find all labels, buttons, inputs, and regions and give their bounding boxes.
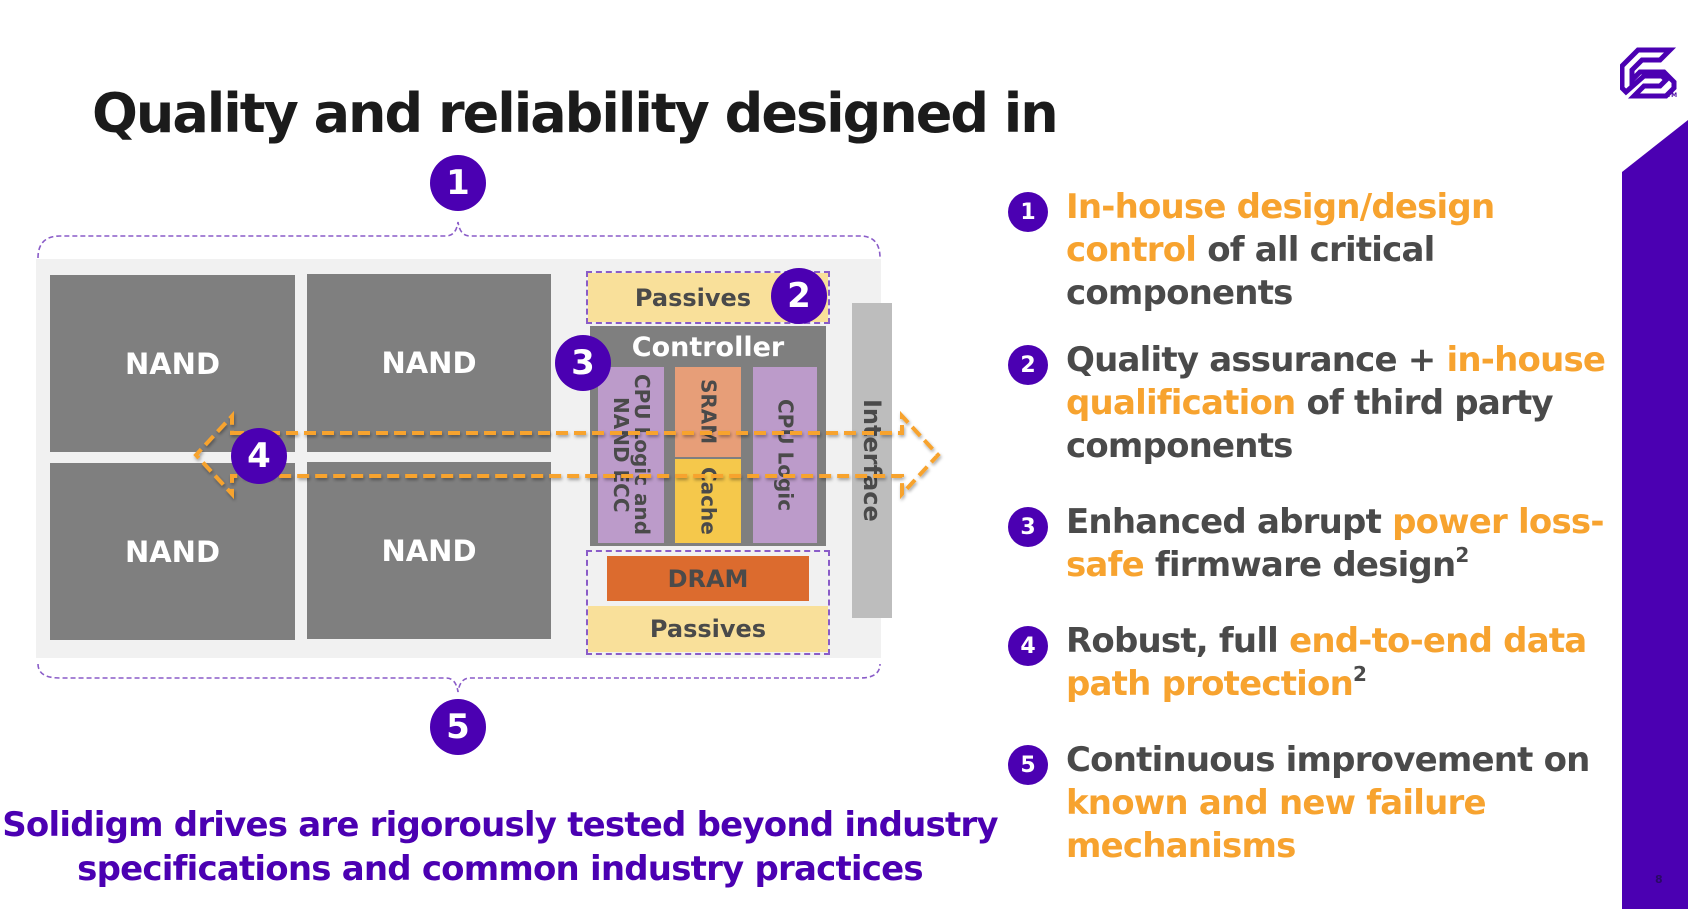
body-text: Enhanced abrupt xyxy=(1066,502,1393,542)
highlight-text: known and new failure mechanisms xyxy=(1066,783,1487,866)
point-3-text: Enhanced abrupt power loss-safe firmware… xyxy=(1066,501,1626,587)
body-text: of third party components xyxy=(1066,383,1554,466)
footnote-ref: 2 xyxy=(1455,543,1469,567)
slide-title: Quality and reliability designed in xyxy=(92,82,1059,145)
marker-1: 1 xyxy=(430,155,486,211)
body-text: of all critical components xyxy=(1066,230,1435,313)
tagline-line-1: Solidigm drives are rigorously tested be… xyxy=(2,805,998,845)
chip-cache: Cache xyxy=(675,459,741,543)
point-1-number: 1 xyxy=(1008,192,1048,232)
point-4-text: Robust, full end-to-end data path protec… xyxy=(1066,620,1626,706)
top-brace xyxy=(37,221,881,259)
chip-cpu-logic-nand-ecc: CPU Logic and NAND ECC xyxy=(598,367,664,543)
nand-chip-bottom-right: NAND xyxy=(307,462,551,639)
nand-chip-bottom-left: NAND xyxy=(50,463,295,640)
bottom-brace xyxy=(37,663,881,693)
body-text: Quality assurance + xyxy=(1066,340,1447,380)
body-text: firmware design xyxy=(1143,545,1456,585)
page-number: 8 xyxy=(1655,873,1663,886)
chip-cpu-logic: CPU Logic xyxy=(753,367,817,543)
footnote-ref: 2 xyxy=(1352,662,1367,686)
highlight-text: end-to-end data path protection xyxy=(1066,621,1587,704)
point-4-number: 4 xyxy=(1008,626,1048,666)
point-2-text: Quality assurance + in-house qualificati… xyxy=(1066,339,1626,468)
marker-2: 2 xyxy=(771,268,827,324)
highlight-text: power loss-safe xyxy=(1066,502,1604,585)
point-5-number: 5 xyxy=(1008,745,1048,785)
passives-bottom: Passives xyxy=(588,606,828,652)
interface-block: Interface xyxy=(852,303,892,618)
brand-sidebar-band xyxy=(1622,120,1688,909)
dram-passives-outline xyxy=(586,550,830,655)
body-text: Continuous improvement on xyxy=(1066,740,1590,780)
point-1-text: In-house design/design control of all cr… xyxy=(1066,186,1626,315)
body-text: Robust, full xyxy=(1066,621,1290,661)
tagline-line-2: specifications and common industry pract… xyxy=(77,849,923,889)
point-5-text: Continuous improvement on known and new … xyxy=(1066,739,1626,868)
solidigm-logo-icon xyxy=(1620,47,1677,99)
passives-top-outline xyxy=(586,271,830,324)
chip-sram: SRAM xyxy=(675,367,741,457)
marker-3: 3 xyxy=(555,335,611,391)
highlight-text: in-house qualification xyxy=(1066,340,1606,423)
dram-chip: DRAM xyxy=(607,556,809,601)
marker-4: 4 xyxy=(231,428,287,484)
point-2-number: 2 xyxy=(1008,345,1048,385)
highlight-text: In-house design/design control xyxy=(1066,187,1495,270)
nand-chip-top-left: NAND xyxy=(50,275,295,452)
nand-chip-top-right: NAND xyxy=(307,274,551,452)
controller-label: Controller xyxy=(631,332,785,363)
trademark-mark: TM xyxy=(1667,92,1678,99)
marker-5: 5 xyxy=(430,699,486,755)
point-3-number: 3 xyxy=(1008,507,1048,547)
tagline: Solidigm drives are rigorously tested be… xyxy=(0,803,1000,891)
